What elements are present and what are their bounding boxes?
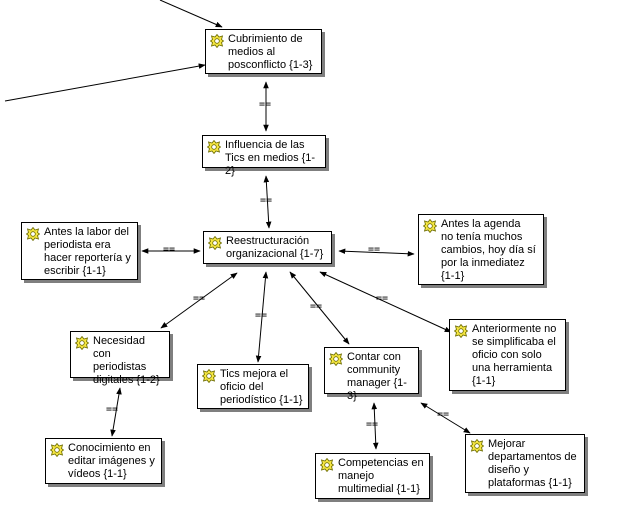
link-reestructuracion-tics-mejora (255, 271, 269, 363)
link-offscreen-top (159, 0, 223, 28)
code-quote-icon (202, 369, 216, 383)
code-quote-icon (423, 219, 437, 233)
relation-label: == (368, 244, 381, 255)
relation-label: == (437, 409, 450, 420)
node-community[interactable]: Contar con community manager {1-3} (324, 347, 419, 402)
node-mejorar[interactable]: Mejorar departamentos de diseño y plataf… (465, 434, 585, 493)
node-label: Competencias en manejo multimedial {1-1} (338, 457, 424, 495)
code-quote-icon (470, 439, 484, 453)
node-label: Anteriormente no se simplificaba el ofic… (472, 323, 557, 387)
relation-label: == (255, 310, 268, 321)
node-influencia[interactable]: Influencia de las Tics en medios {1-2} (202, 135, 326, 177)
relation-label: == (106, 404, 119, 415)
link-reestructuracion-necesidad (160, 272, 238, 329)
node-necesidad[interactable]: Necesidad con periodistas digitales {1-2… (70, 331, 170, 386)
node-conocimiento[interactable]: Conocimiento en editar imágenes y vídeos… (45, 438, 162, 484)
relation-label: == (376, 293, 389, 304)
relation-label: == (310, 301, 323, 312)
node-label: Mejorar departamentos de diseño y plataf… (488, 438, 577, 489)
code-quote-icon (210, 34, 224, 48)
code-quote-icon (329, 352, 343, 366)
link-community-mejorar (420, 402, 471, 434)
relation-label: == (163, 244, 176, 255)
link-influencia-reestructuracion (263, 175, 272, 229)
node-label: Conocimiento en editar imágenes y vídeos… (68, 442, 155, 480)
code-quote-icon (75, 336, 89, 350)
node-reestructuracion[interactable]: Reestructuración organizacional {1-7} (203, 231, 332, 264)
node-label: Tics mejora el oficio del periodístico {… (220, 368, 303, 406)
link-reestructuracion-anteriormente (319, 271, 452, 333)
link-necesidad-conocimiento (110, 387, 122, 437)
relation-label: == (259, 99, 272, 110)
node-antes-labor[interactable]: Antes la labor del periodista era hacer … (21, 222, 138, 280)
relation-label: == (366, 419, 379, 430)
relation-label: == (193, 293, 206, 304)
code-quote-icon (26, 227, 40, 241)
code-quote-icon (207, 140, 221, 154)
code-quote-icon (454, 324, 468, 338)
node-antes-agenda[interactable]: Antes la agenda no tenía muchos cambios,… (418, 214, 544, 285)
node-label: Influencia de las Tics en medios {1-2} (225, 139, 316, 177)
node-cubrimiento[interactable]: Cubrimiento de medios al posconflicto {1… (205, 29, 322, 74)
link-offscreen-left (4, 63, 206, 102)
code-quote-icon (208, 236, 222, 250)
node-label: Cubrimiento de medios al posconflicto {1… (228, 33, 313, 71)
node-label: Necesidad con periodistas digitales {1-2… (93, 335, 160, 386)
node-competencias[interactable]: Competencias en manejo multimedial {1-1} (315, 453, 430, 499)
node-label: Contar con community manager {1-3} (347, 351, 407, 402)
link-community-competencias (371, 402, 379, 450)
link-reestructuracion-antes-agenda (338, 248, 415, 257)
node-anteriormente[interactable]: Anteriormente no se simplificaba el ofic… (449, 319, 566, 391)
relation-label: == (260, 195, 273, 206)
code-quote-icon (50, 443, 64, 457)
node-label: Antes la agenda no tenía muchos cambios,… (441, 218, 536, 282)
code-quote-icon (320, 458, 334, 472)
node-tics-mejora[interactable]: Tics mejora el oficio del periodístico {… (197, 364, 309, 409)
node-label: Antes la labor del periodista era hacer … (44, 226, 131, 277)
node-label: Reestructuración organizacional {1-7} (226, 235, 324, 260)
